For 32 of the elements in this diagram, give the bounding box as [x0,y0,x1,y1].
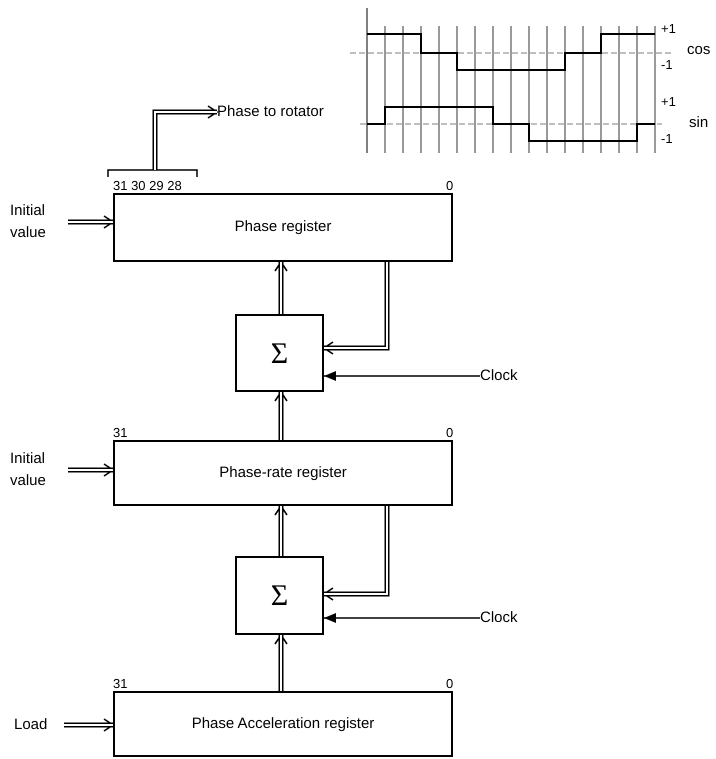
bus-arrow [64,718,114,732]
signal-label: Phase to rotator [217,101,359,123]
waveform-label: cos [687,42,710,57]
bus-arrow [323,506,390,601]
axis-tick-label: +1 [661,22,676,35]
bus-arrow [274,391,288,440]
bit-number: 31 [113,426,128,439]
bit-number: 0 [446,677,454,690]
bus-arrow [152,105,218,170]
signal-label: Load [14,714,64,736]
bus-arrow [323,262,390,355]
bus-arrow [68,463,114,477]
axis-tick-label: +1 [661,95,676,108]
bit-number: 31 [113,677,128,690]
axis-tick-label: -1 [661,58,673,71]
waveform-label: sin [689,115,708,130]
signal-arrow [324,371,480,381]
signal-label: Clock [480,365,536,387]
bit-number: 0 [446,179,454,192]
bus-arrow [274,505,288,556]
bit-number: 31 30 29 28 [113,179,182,192]
signal-label: Initial value [10,446,68,494]
axis-tick-label: -1 [661,132,673,145]
summer-box: Σ [235,556,324,635]
signal-label: Clock [480,607,536,629]
bus-arrow [274,634,288,691]
bus-arrow [68,215,114,229]
signal-label: Initial value [10,198,68,246]
bit-number: 0 [446,426,454,439]
signal-arrow [324,613,480,623]
summer-box: Σ [235,314,324,392]
bus-arrow [274,261,288,314]
